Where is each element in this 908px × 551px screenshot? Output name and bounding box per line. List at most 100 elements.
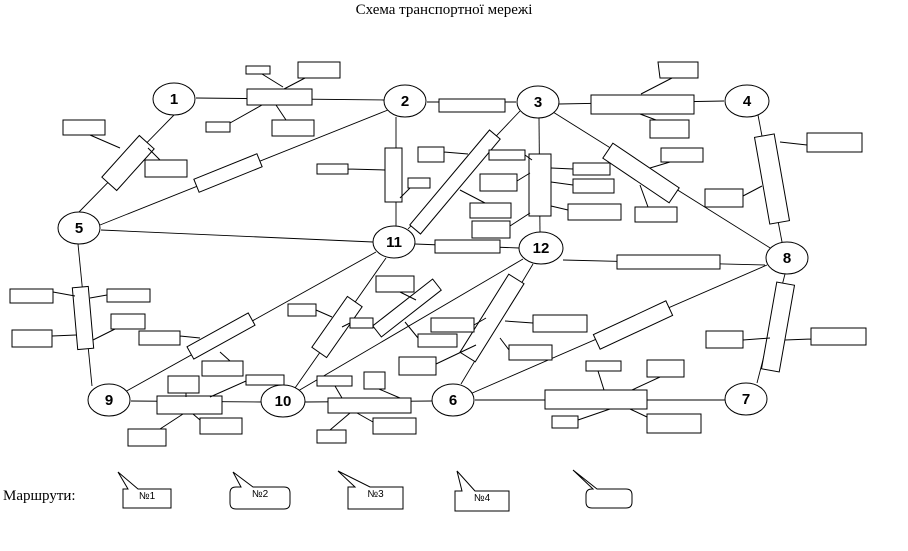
node-label-1: 1	[170, 91, 178, 108]
callout	[356, 412, 417, 435]
node-3	[516, 85, 560, 119]
callout	[398, 344, 477, 376]
edge-box-3-12	[528, 153, 552, 217]
node-8	[765, 241, 809, 275]
route-label-2: №2	[251, 489, 269, 500]
node-label-12: 12	[533, 240, 550, 257]
callout	[479, 172, 531, 192]
edge-box-5-9	[71, 285, 95, 351]
callout	[287, 303, 333, 318]
node-1	[152, 82, 196, 116]
route-shape-1	[117, 471, 172, 509]
edge-box-12-8	[616, 254, 721, 270]
edge-box-6-7	[544, 389, 648, 410]
network-nodes	[57, 82, 809, 418]
callout	[417, 146, 469, 163]
callout	[459, 189, 512, 219]
edge-box-11-12	[434, 239, 501, 254]
edge-5-11	[100, 229, 374, 243]
callout	[271, 104, 315, 137]
edge-box-2-3	[438, 98, 506, 113]
callout	[375, 275, 417, 301]
node-6	[431, 383, 475, 417]
callout	[127, 413, 184, 447]
callout	[341, 317, 374, 329]
route-label-4: №4	[473, 493, 491, 504]
callout	[649, 147, 704, 169]
callout	[550, 162, 611, 176]
edge-box-11-10	[311, 295, 363, 359]
callout	[404, 321, 458, 348]
node-label-2: 2	[401, 93, 409, 110]
callout	[283, 61, 341, 90]
node-label-9: 9	[105, 392, 113, 409]
node-label-4: 4	[743, 93, 752, 110]
routes-label: Маршрути:	[3, 488, 76, 504]
node-label-10: 10	[275, 393, 292, 410]
callout	[631, 359, 685, 391]
edge-box-2-11	[384, 147, 403, 203]
callout	[144, 147, 188, 178]
route-shape-5	[572, 469, 633, 509]
node-7	[724, 382, 768, 416]
callout	[11, 329, 77, 348]
node-10	[260, 384, 306, 418]
node-4	[724, 84, 770, 118]
callout	[245, 65, 284, 88]
callout	[640, 61, 699, 95]
edge-box-12-6	[459, 273, 525, 363]
node-2	[383, 84, 427, 118]
edge-box-1-2	[246, 88, 313, 106]
callout	[704, 185, 763, 208]
callout	[92, 313, 146, 341]
callout	[201, 351, 244, 377]
callout	[89, 288, 151, 303]
edge-boxes	[71, 88, 796, 415]
edge-box-3-8	[602, 142, 680, 204]
node-9	[87, 383, 131, 417]
edge-box-2-5	[193, 153, 263, 193]
route-shape-2	[229, 471, 291, 510]
edge-12-10	[297, 258, 524, 392]
node-label-7: 7	[742, 391, 750, 408]
node-label-8: 8	[783, 250, 791, 267]
callout	[138, 330, 201, 346]
node-label-5: 5	[75, 220, 83, 237]
edge-box-9-10	[156, 395, 223, 415]
callout	[629, 408, 702, 434]
callout	[471, 212, 531, 239]
route-label-3: №3	[367, 489, 384, 500]
edge-box-12-10	[372, 278, 442, 338]
diagram-title: Схема транспортної мережі	[355, 2, 533, 18]
edge-box-8-6	[592, 300, 674, 350]
callout	[488, 149, 533, 161]
callout	[784, 327, 867, 346]
node-12	[518, 231, 564, 265]
route-label-1: №1	[138, 491, 156, 502]
callout	[585, 360, 622, 391]
edge-box-1-5	[101, 134, 155, 192]
edge-box-3-4	[590, 94, 695, 115]
callout	[205, 104, 263, 133]
route-shape-4	[454, 470, 510, 512]
edge-box-3-11	[409, 129, 501, 235]
callout	[316, 163, 386, 175]
callout	[430, 317, 487, 333]
callout	[550, 178, 615, 194]
callout	[551, 408, 611, 429]
callout	[62, 119, 121, 149]
edge-box-10-6	[327, 397, 412, 414]
callout	[9, 288, 76, 304]
network-edges	[77, 97, 786, 403]
callout	[550, 203, 622, 221]
node-label-6: 6	[449, 392, 457, 409]
node-11	[372, 225, 416, 259]
edge-box-11-9	[186, 312, 256, 360]
edge-box-8-7	[760, 281, 796, 373]
callout	[634, 184, 678, 223]
callout	[504, 314, 588, 333]
node-label-3: 3	[534, 94, 542, 111]
route-shape-3	[337, 470, 404, 510]
callout	[316, 412, 351, 444]
